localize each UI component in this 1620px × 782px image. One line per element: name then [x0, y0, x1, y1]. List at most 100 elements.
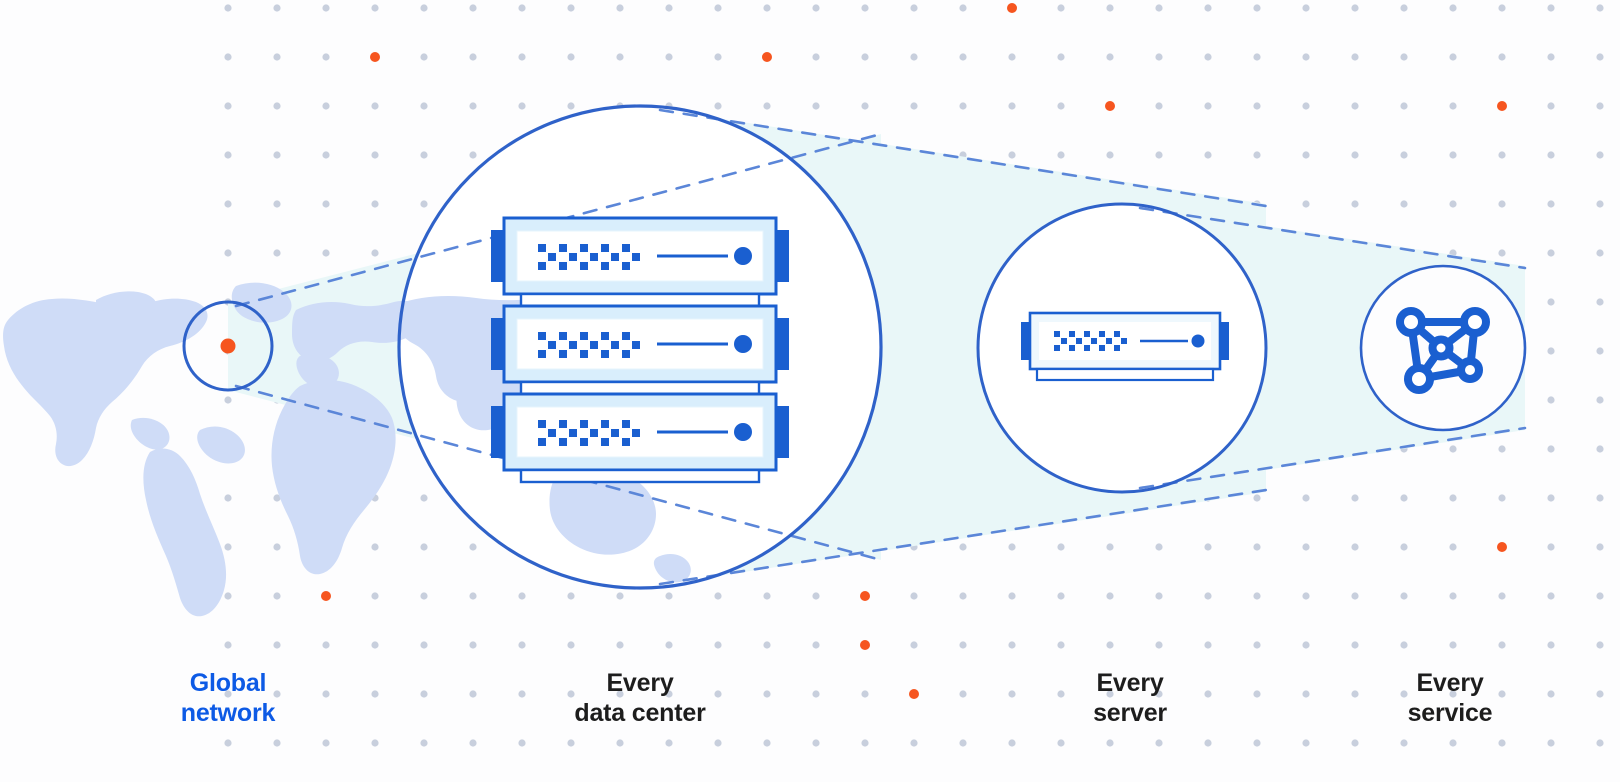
grid-dot — [322, 151, 330, 159]
grid-dot — [469, 151, 477, 159]
grid-dot — [1253, 690, 1261, 698]
grid-dot — [1351, 53, 1359, 61]
grid-dot — [273, 151, 281, 159]
grid-dot — [1449, 494, 1457, 502]
grid-dot — [322, 4, 330, 12]
circle-every-data-center[interactable] — [397, 104, 883, 590]
grid-dot — [371, 690, 379, 698]
grid-dot — [1596, 347, 1604, 355]
grid-dot — [420, 641, 428, 649]
grid-dot — [1547, 641, 1555, 649]
grid-dot — [567, 53, 575, 61]
grid-dot — [1351, 641, 1359, 649]
grid-dot — [1204, 543, 1212, 551]
grid-dot — [567, 102, 575, 110]
grid-dot — [910, 592, 918, 600]
grid-dot — [1155, 53, 1163, 61]
grid-dot — [273, 494, 281, 502]
grid-dot — [1106, 4, 1114, 12]
grid-dot — [1400, 641, 1408, 649]
grid-dot — [665, 739, 673, 747]
grid-dot — [469, 4, 477, 12]
grid-dot — [1449, 592, 1457, 600]
grid-dot — [763, 102, 771, 110]
grid-dot — [1057, 4, 1065, 12]
circle-every-server[interactable] — [976, 202, 1268, 494]
grid-dot — [1596, 200, 1604, 208]
grid-dot — [1106, 53, 1114, 61]
grid-dot — [224, 592, 232, 600]
grid-dot — [665, 4, 673, 12]
status-led — [734, 423, 752, 441]
grid-dot — [1057, 739, 1065, 747]
grid-dot — [469, 641, 477, 649]
grid-dot — [518, 102, 526, 110]
grid-dot — [1498, 200, 1506, 208]
grid-dot — [1106, 543, 1114, 551]
grid-dot — [1155, 641, 1163, 649]
grid-dot — [224, 151, 232, 159]
grid-dot — [1547, 494, 1555, 502]
grid-dot — [1596, 494, 1604, 502]
grid-dot — [224, 53, 232, 61]
grid-dot — [1596, 102, 1604, 110]
status-led — [1191, 334, 1205, 348]
circle-every-service[interactable] — [1359, 264, 1527, 432]
grid-dot — [616, 4, 624, 12]
server-rack-icon — [491, 216, 789, 484]
grid-dot — [518, 641, 526, 649]
grid-dot — [469, 543, 477, 551]
grid-dot — [1400, 739, 1408, 747]
grid-dot — [665, 641, 673, 649]
grid-dot — [1498, 494, 1506, 502]
grid-dot — [714, 641, 722, 649]
grid-dot — [812, 641, 820, 649]
grid-dot — [1547, 53, 1555, 61]
grid-dot — [1008, 739, 1016, 747]
rack-unit-ports — [538, 332, 640, 358]
grid-dot — [763, 592, 771, 600]
grid-dot — [273, 641, 281, 649]
grid-dot — [420, 102, 428, 110]
circle-global-network[interactable] — [182, 300, 274, 392]
grid-dot — [518, 739, 526, 747]
grid-dot-highlight — [860, 640, 870, 650]
grid-dot — [224, 200, 232, 208]
grid-dot — [1008, 543, 1016, 551]
grid-dot — [616, 641, 624, 649]
grid-dot — [469, 739, 477, 747]
grid-dot — [1596, 592, 1604, 600]
grid-dot — [1351, 4, 1359, 12]
grid-dot-highlight — [762, 52, 772, 62]
grid-dot — [1498, 739, 1506, 747]
stage-label-global-network: Global network — [180, 669, 276, 727]
grid-dot — [1449, 543, 1457, 551]
grid-dot — [1547, 4, 1555, 12]
network-nodes-icon — [1396, 307, 1490, 394]
grid-dot — [1547, 739, 1555, 747]
grid-dot — [1498, 53, 1506, 61]
grid-dot — [1449, 445, 1457, 453]
grid-dot — [1449, 200, 1457, 208]
grid-dot — [1204, 592, 1212, 600]
grid-dot — [420, 200, 428, 208]
grid-dot — [1449, 53, 1457, 61]
map-location-marker[interactable] — [220, 338, 236, 354]
grid-dot — [1547, 151, 1555, 159]
grid-dot — [1008, 690, 1016, 698]
grid-dot — [959, 641, 967, 649]
grid-dot — [1498, 592, 1506, 600]
grid-dot — [1302, 102, 1310, 110]
grid-dot — [1253, 592, 1261, 600]
grid-dot — [1498, 690, 1506, 698]
stage-label-every-data-center: Every data center — [574, 669, 706, 727]
grid-dot — [1302, 690, 1310, 698]
grid-dot — [469, 592, 477, 600]
grid-dot — [1057, 641, 1065, 649]
grid-dot — [959, 4, 967, 12]
grid-dot — [616, 592, 624, 600]
grid-dot-highlight — [321, 591, 331, 601]
grid-dot — [420, 53, 428, 61]
grid-dot — [665, 690, 673, 698]
dash-server-service-top — [1138, 206, 1527, 270]
